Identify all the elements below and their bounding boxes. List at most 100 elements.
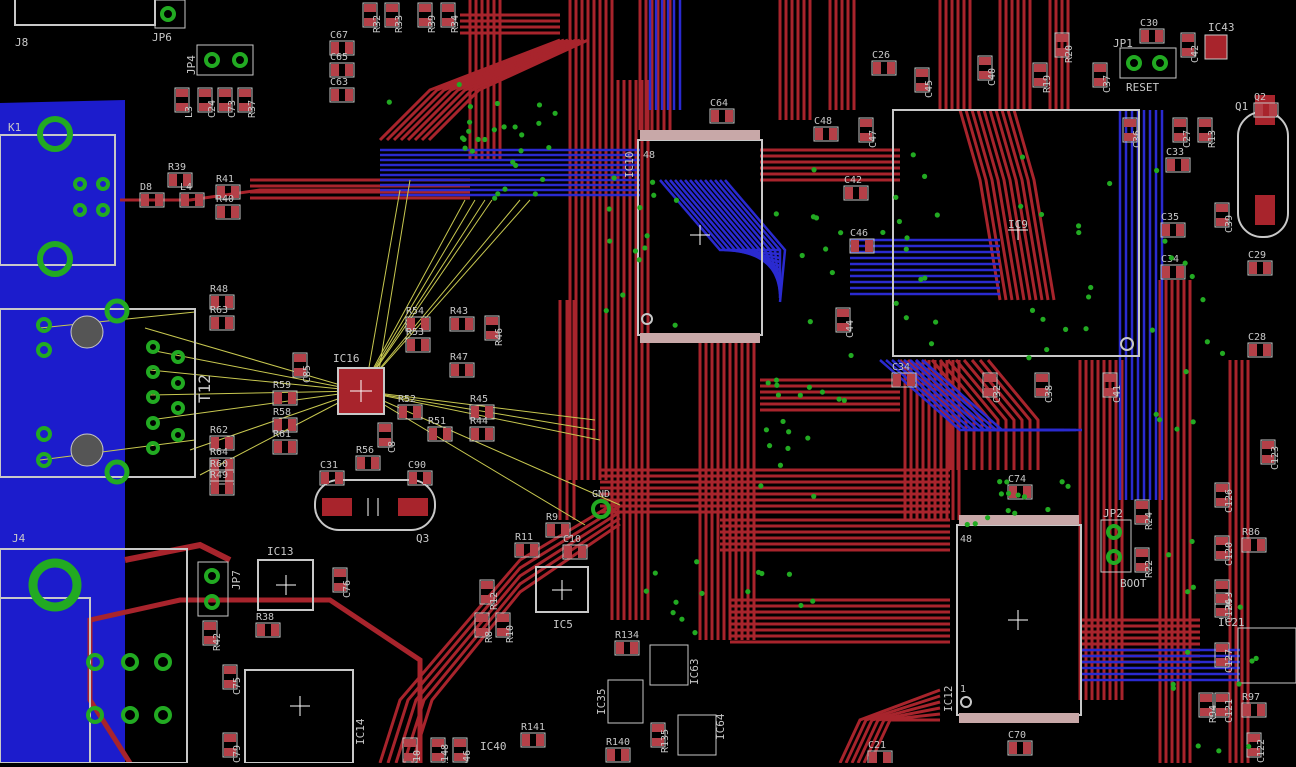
passive-R43[interactable]: R43	[449, 306, 475, 332]
passive-C28[interactable]: C28	[1247, 332, 1273, 358]
passive-C35[interactable]: C35	[1160, 212, 1186, 238]
passive-R38[interactable]: R38	[255, 612, 281, 638]
passive-C76[interactable]: C76	[332, 567, 353, 598]
ic-IC9[interactable]: IC9	[892, 109, 1140, 357]
passive-R135[interactable]: R135	[650, 722, 671, 753]
passive-R41[interactable]: R41	[215, 174, 241, 200]
ic-IC12[interactable]: IC12 48 1	[942, 515, 1082, 723]
passive-R42[interactable]: R42	[202, 620, 223, 651]
ic-IC16[interactable]: IC16	[333, 352, 385, 415]
passive-C127[interactable]: C127	[1214, 642, 1235, 673]
passive-C79[interactable]: C79	[222, 732, 243, 763]
passive-R39[interactable]: R39	[417, 2, 438, 33]
passive-C32[interactable]: C32	[982, 372, 1003, 403]
passive-R20[interactable]: R20	[1054, 32, 1075, 63]
passive-R148[interactable]: R148	[430, 737, 451, 767]
ic-IC14[interactable]: IC14	[244, 669, 367, 764]
passive-Q2[interactable]: Q2	[1253, 92, 1279, 118]
passive-L3[interactable]: L3	[174, 87, 195, 118]
ic-IC10[interactable]: IC10 48	[623, 130, 763, 343]
passive-C126[interactable]: C126	[1214, 482, 1235, 513]
passive-D10[interactable]: D10	[402, 737, 423, 767]
passive-C42[interactable]: C42	[1180, 32, 1201, 63]
passive-R61[interactable]: R61	[272, 429, 298, 455]
passive-C73[interactable]: C73	[217, 87, 238, 118]
passive-C120[interactable]: C120	[1214, 535, 1235, 566]
passive-R134[interactable]: R134	[614, 630, 640, 656]
gnd-testpoint[interactable]: GND	[591, 489, 611, 519]
passive-C21[interactable]: C21	[867, 740, 893, 766]
ic-IC5[interactable]: IC5	[535, 566, 589, 631]
passive-C8[interactable]: C8	[377, 422, 398, 453]
passive-C45[interactable]: C45	[914, 67, 935, 98]
ic-IC21[interactable]: IC21	[1218, 616, 1296, 684]
passive-R94[interactable]: R94	[1198, 692, 1219, 723]
passive-C44[interactable]: C44	[835, 307, 856, 338]
crystal-Q1[interactable]: Q1	[1235, 95, 1289, 238]
passive-R51[interactable]: R51	[427, 416, 453, 442]
passive-C123[interactable]: C123	[1260, 439, 1281, 470]
passive-C48[interactable]: C48	[813, 116, 839, 142]
passive-D8[interactable]: D8	[139, 182, 165, 208]
jumper-JP1[interactable]: JP1 RESET	[1113, 37, 1177, 94]
passive-C38[interactable]: C38	[1034, 372, 1055, 403]
passive-R46[interactable]: R46	[484, 315, 505, 346]
passive-C47[interactable]: C47	[858, 117, 879, 148]
passive-C36[interactable]: C36	[1122, 117, 1143, 148]
passive-C26[interactable]: C26	[871, 50, 897, 76]
ic-IC43[interactable]: IC43	[1204, 21, 1235, 60]
passive-C30[interactable]: C30	[1139, 18, 1165, 44]
passive-R60[interactable]: R60	[209, 459, 235, 485]
passive-C85[interactable]: C85	[292, 352, 313, 383]
passive-R64[interactable]: R64	[209, 447, 235, 473]
passive-R12[interactable]: R12	[479, 579, 500, 610]
ic-IC64[interactable]: IC64	[677, 713, 727, 756]
passive-C63[interactable]: C63	[329, 77, 355, 103]
passive-R39[interactable]: R39	[167, 162, 193, 188]
passive-C121[interactable]: C121	[1214, 692, 1235, 723]
passive-C39[interactable]: C39	[1214, 202, 1235, 233]
ic-IC63[interactable]: IC63	[649, 644, 701, 686]
passive-R32[interactable]: R32	[362, 2, 383, 33]
passive-R140[interactable]: R140	[605, 737, 631, 763]
passive-C41[interactable]: C41	[1102, 372, 1123, 403]
passive-C24[interactable]: C24	[197, 87, 218, 118]
passive-L4[interactable]: L4	[179, 182, 205, 208]
passive-C37[interactable]: C37	[1092, 62, 1113, 93]
passive-C75[interactable]: C75	[222, 664, 243, 695]
passive-R48[interactable]: R48	[209, 284, 235, 310]
passive-C40[interactable]: C40	[977, 55, 998, 86]
passive-R22[interactable]: R22	[1134, 547, 1155, 578]
passive-C65[interactable]: C65	[329, 52, 355, 78]
passive-R47[interactable]: R47	[449, 352, 475, 378]
passive-R10[interactable]: R10	[495, 612, 516, 643]
jumper-JP2[interactable]: JP2 BOOT	[1100, 507, 1147, 590]
ic-IC35[interactable]: IC35	[595, 679, 644, 724]
passive-R34[interactable]: R34	[440, 2, 461, 33]
jumper-JP7[interactable]: JP7	[197, 561, 243, 617]
passive-R19[interactable]: R19	[1032, 62, 1053, 93]
passive-C67[interactable]: C67	[329, 30, 355, 56]
passive-R62[interactable]: R62	[209, 425, 235, 451]
connector-J8[interactable]: J8	[14, 0, 156, 49]
crystal-Q3[interactable]: Q3	[314, 479, 436, 545]
passive-R58[interactable]: R58	[272, 407, 298, 433]
passive-C27[interactable]: C27	[1172, 117, 1193, 148]
passive-R13[interactable]: R13	[1197, 117, 1218, 148]
passive-C70[interactable]: C70	[1007, 730, 1033, 756]
passive-C10[interactable]: C10	[562, 534, 588, 560]
jumper-JP4[interactable]: JP4	[185, 44, 254, 76]
passive-R49[interactable]: R49	[209, 470, 235, 496]
passive-R33[interactable]: R33	[384, 2, 405, 33]
passive-R53[interactable]: R53	[405, 327, 431, 353]
passive-R44[interactable]: R44	[469, 416, 495, 442]
passive-R24[interactable]: R24	[1134, 499, 1155, 530]
passive-R54[interactable]: R54	[405, 306, 431, 332]
connector-K1[interactable]: K1	[0, 116, 116, 277]
passive-C29[interactable]: C29	[1247, 250, 1273, 276]
passive-C42[interactable]: C42	[843, 175, 869, 201]
passive-R56[interactable]: R56	[355, 445, 381, 471]
passive-R9[interactable]: R9	[545, 512, 571, 538]
